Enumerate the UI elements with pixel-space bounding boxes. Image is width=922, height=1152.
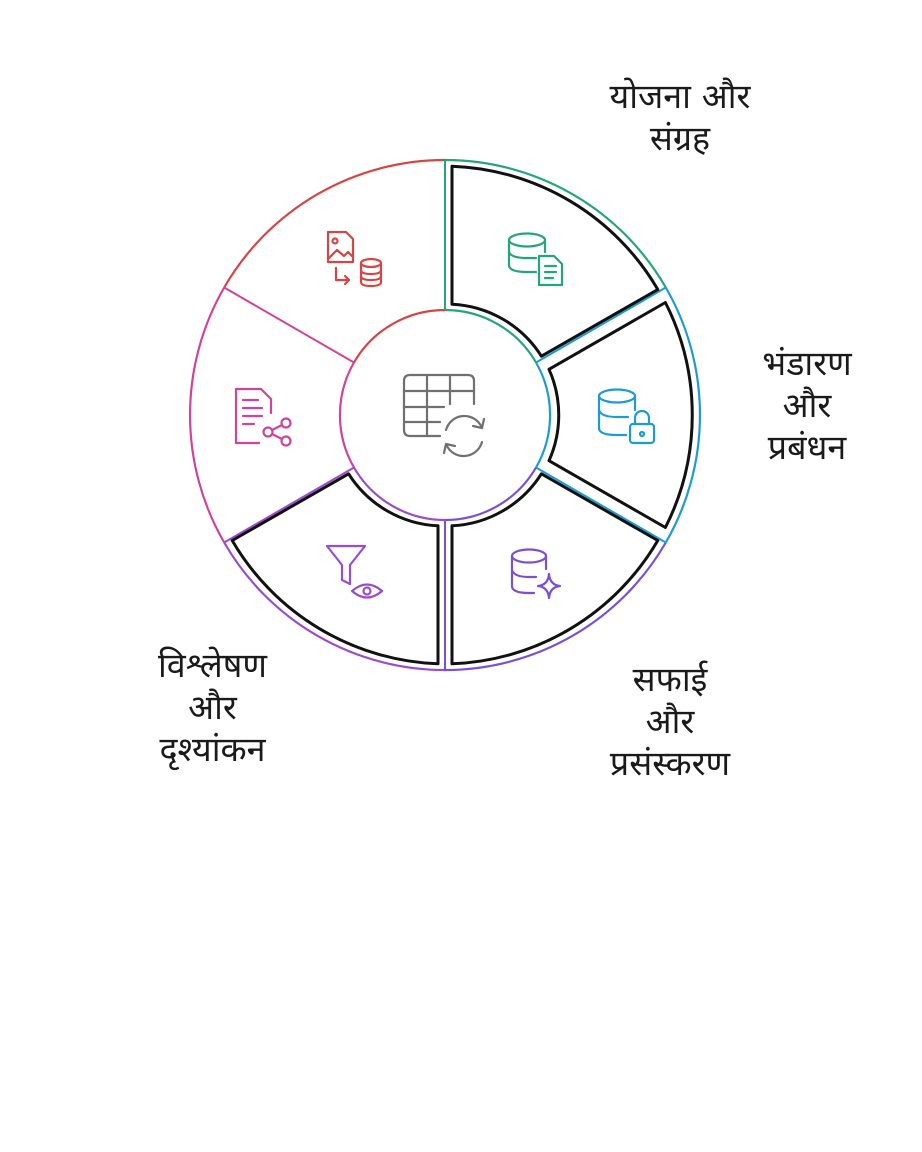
inner-arc-blue [535,361,552,469]
image-to-database-icon [326,230,383,288]
ring-arc-pink [189,286,226,544]
table-sync-icon [402,373,486,458]
document-share-icon [234,387,292,447]
ring-arc-red [223,158,446,289]
divider-red [223,286,355,364]
segment-planning-collection [450,164,660,358]
divider-pink [223,466,355,544]
segment-storage-management [547,301,694,529]
database-document-icon [507,232,564,287]
inner-arc-pink [338,361,355,469]
inner-arc-violet [444,466,537,522]
label-planning-collection: योजना और संग्रह [609,77,751,160]
inner-arc-green [444,308,537,364]
label-storage-management: भंडारण और प्रबंधन [762,344,852,469]
ring-arc-purple [223,541,446,672]
segment-dividers [223,160,667,670]
ring-arc-blue [664,286,701,544]
ring-arc-green [444,158,667,289]
segment-analysis-visualization [230,472,440,666]
divider-violet [535,466,667,544]
inner-arc-red [353,308,446,364]
inner-arc-purple [353,466,446,522]
divider-blue [535,286,667,364]
outer-ring [189,158,701,672]
filter-eye-icon [325,544,384,599]
database-sparkle-icon [510,548,562,600]
label-analysis-visualization: विश्लेषण और दृश्यांकन [157,646,267,771]
database-lock-icon [597,388,656,445]
inner-circle [338,308,552,522]
highlighted-segments [230,164,694,666]
label-cleaning-processing: सफाई और प्रसंस्करण [609,660,731,785]
ring-arc-violet [444,541,667,672]
segment-cleaning-processing [450,472,660,666]
